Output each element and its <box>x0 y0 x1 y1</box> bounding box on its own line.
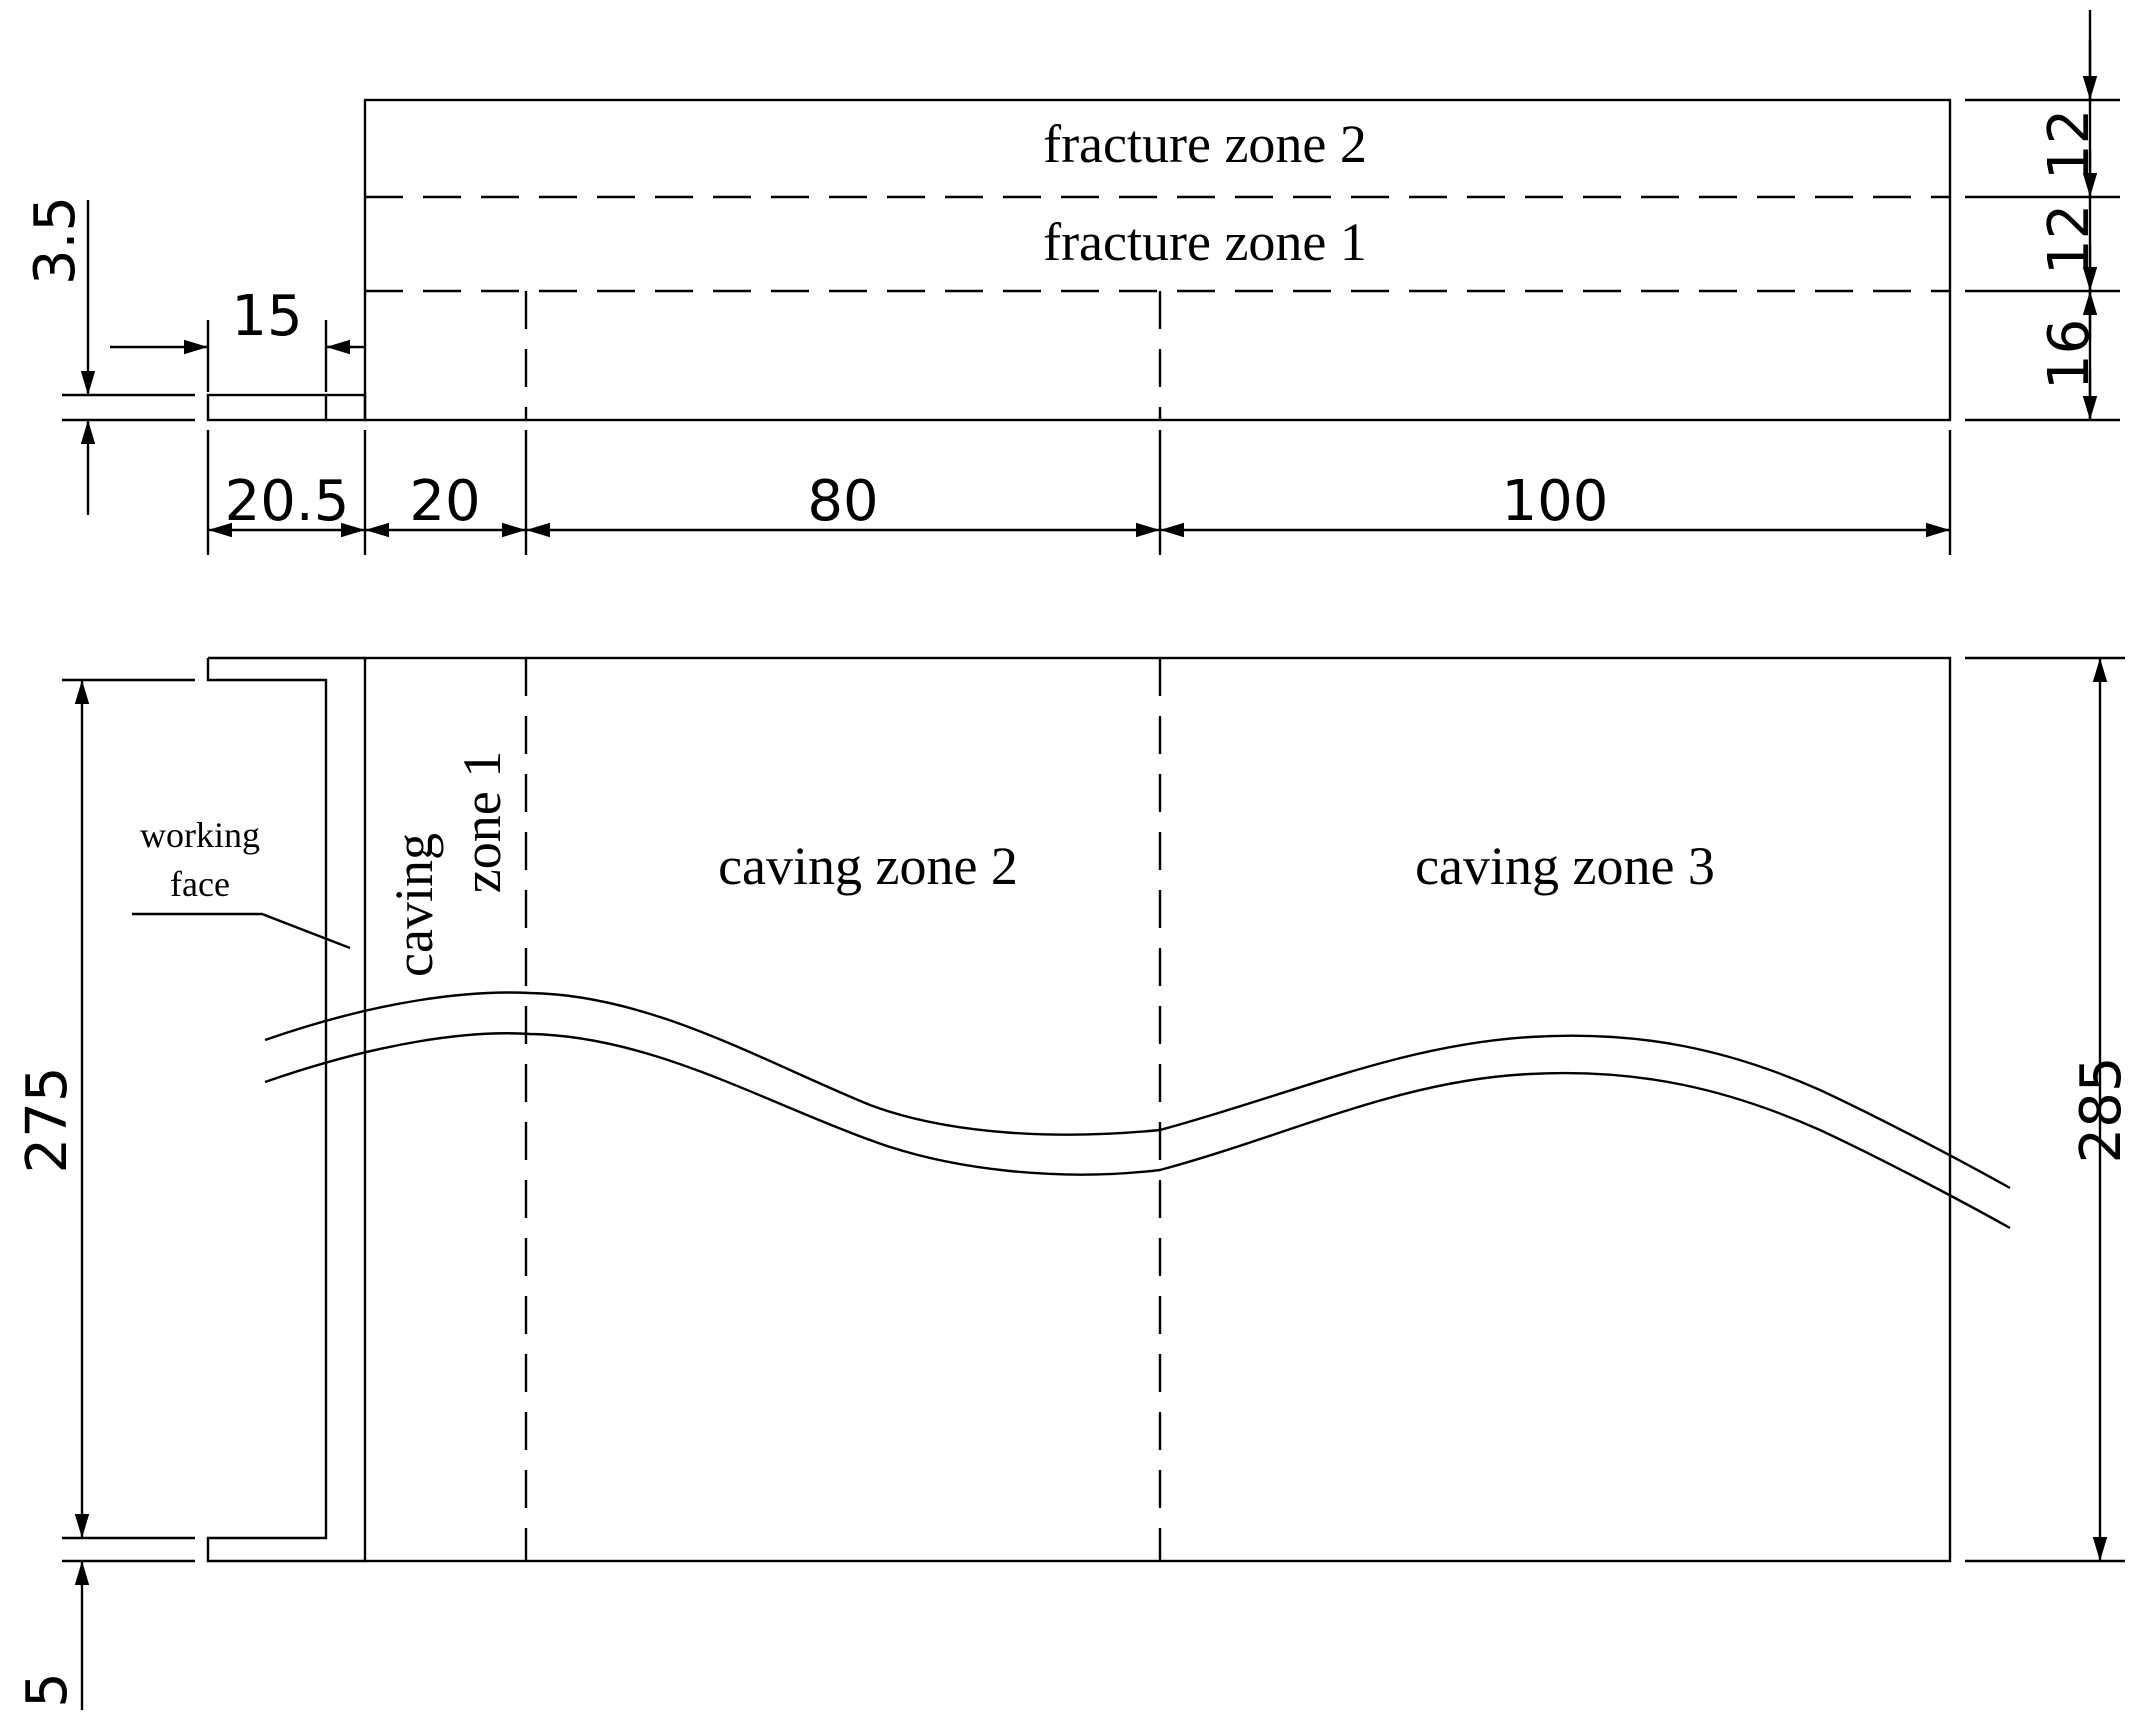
working-face-label-line1: working <box>140 815 260 855</box>
plan-outline <box>363 656 1952 1563</box>
dim-12-top-label: 12 <box>2037 109 2102 180</box>
dim-80-label: 80 <box>807 469 878 534</box>
dim-100-label: 100 <box>1502 469 1609 534</box>
working-face-label-line2: face <box>170 864 230 904</box>
plan-view: caving zone 1 caving zone 2 caving zone … <box>15 656 2134 1710</box>
fracture-zone-2-label: fracture zone 2 <box>1043 114 1367 174</box>
dim-15-label: 15 <box>231 284 302 349</box>
working-face-leader <box>132 912 351 950</box>
dim-20-5-label: 20.5 <box>225 469 350 534</box>
dim-16-label: 16 <box>2037 319 2102 390</box>
working-face-bracket <box>206 658 365 1563</box>
caving-zone-2-label: caving zone 2 <box>718 836 1018 896</box>
dim-275-label: 275 <box>15 1067 80 1174</box>
wavy-roadway-lower <box>264 1032 2011 1230</box>
section-view: fracture zone 2 fracture zone 1 3.5 15 2… <box>23 10 2120 555</box>
dim-5-label: 5 <box>15 1672 80 1708</box>
fracture-zone-1-label: fracture zone 1 <box>1043 212 1367 272</box>
dim-285-label: 285 <box>2069 1057 2134 1164</box>
dim-12-mid-label: 12 <box>2037 204 2102 275</box>
caving-zone-1-label-line2: zone 1 <box>452 751 512 893</box>
section-outline <box>363 98 1952 422</box>
dim-20-label: 20 <box>409 469 480 534</box>
roadway-step <box>206 393 367 422</box>
wavy-roadway-upper <box>264 991 2011 1190</box>
caving-zone-3-label: caving zone 3 <box>1415 836 1715 896</box>
dim-3-5-label: 3.5 <box>23 196 88 285</box>
caving-zone-1-label-line1: caving <box>384 833 444 977</box>
